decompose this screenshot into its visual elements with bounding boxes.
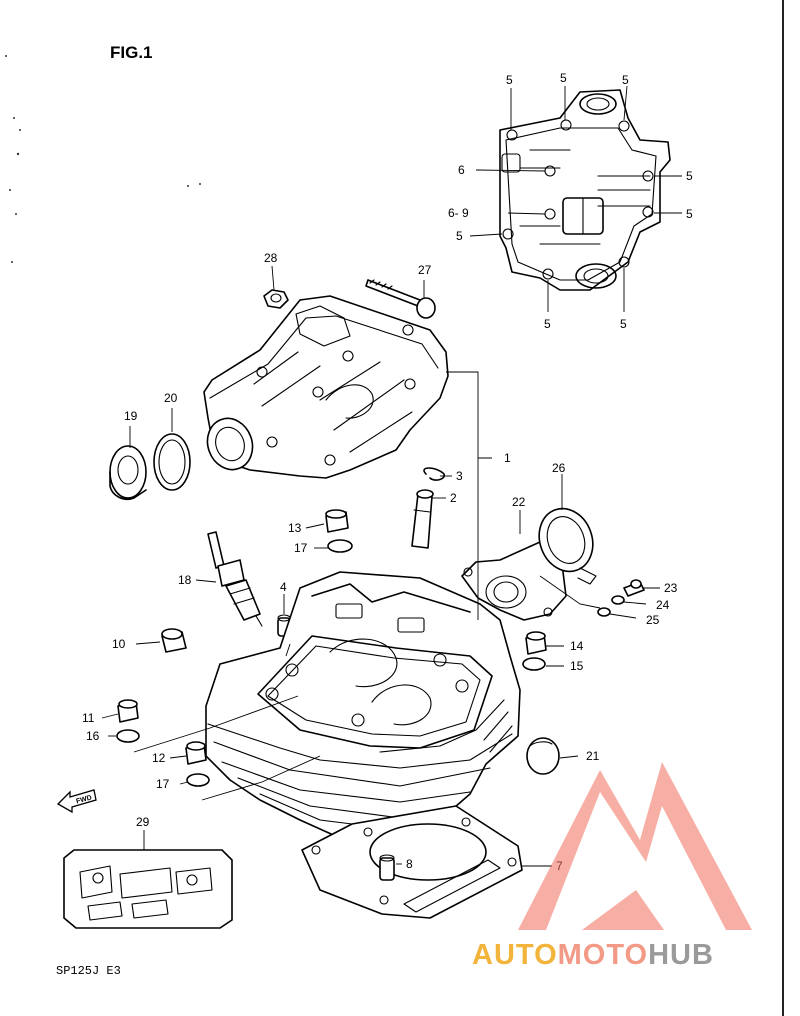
callout-18: 18	[178, 573, 192, 587]
gasket-7	[301, 805, 523, 919]
callout-20: 20	[164, 391, 178, 405]
cap-19	[109, 445, 147, 501]
callout-16: 16	[86, 729, 100, 743]
callout-21: 21	[586, 749, 600, 763]
clip-3	[423, 467, 445, 481]
callout-leaders	[101, 265, 660, 867]
plug-21	[526, 737, 560, 775]
watermark-auto: AUTO	[472, 939, 558, 971]
callout-24: 24	[656, 598, 670, 612]
callout-6: 6	[458, 163, 465, 177]
intake-pipe-22	[461, 541, 567, 621]
callout-5: 5	[456, 229, 463, 243]
washer-15	[522, 657, 546, 671]
callout-14: 14	[570, 639, 584, 653]
callout-25: 25	[646, 613, 660, 627]
watermark-text: AUTOMOTOHUB	[472, 939, 714, 971]
nut-28	[263, 289, 289, 309]
washer-16	[116, 729, 140, 743]
gasket-set-29	[63, 849, 233, 929]
callout-5: 5	[560, 71, 567, 85]
washer-17-top	[327, 539, 353, 553]
callout-12: 12	[152, 751, 166, 765]
callout-15: 15	[570, 659, 584, 673]
callout-5: 5	[620, 317, 627, 331]
head-cover-underside	[499, 89, 671, 291]
callout-numbers: 5 5 5 6 5 6- 9 5 5 5 5 28 27 19 20 1 3 2…	[82, 71, 693, 873]
nut-14	[525, 631, 547, 655]
callout-23: 23	[664, 581, 678, 595]
spark-plug-18	[207, 531, 263, 627]
model-code: SP125J E3	[56, 964, 121, 978]
watermark-moto: MOTO	[558, 939, 648, 971]
nut-13	[325, 509, 349, 533]
washer-17-bottom	[186, 773, 210, 787]
nut-11	[117, 699, 139, 723]
callout-19: 19	[124, 409, 138, 423]
callout-8: 8	[406, 857, 413, 871]
washer-24	[611, 595, 625, 605]
valve-guide-2	[411, 489, 434, 549]
scan-specks	[5, 55, 201, 263]
figure-title: FIG.1	[110, 43, 153, 62]
callout-5: 5	[622, 73, 629, 87]
callout-22: 22	[512, 495, 526, 509]
cap-10	[161, 628, 187, 653]
callout-29: 29	[136, 815, 150, 829]
bolt-23	[623, 579, 645, 597]
dowel-8	[379, 854, 395, 881]
callout-2: 2	[450, 491, 457, 505]
callout-5: 5	[506, 73, 513, 87]
callout-26: 26	[552, 461, 566, 475]
callout-10: 10	[112, 637, 126, 651]
callout-17: 17	[294, 541, 308, 555]
callout-6-9: 6- 9	[448, 206, 469, 220]
callout-4: 4	[280, 580, 287, 594]
bolt-27	[365, 279, 436, 319]
washer-25	[597, 607, 611, 617]
watermark-logo	[518, 762, 752, 930]
callout-27: 27	[418, 263, 432, 277]
callout-28: 28	[264, 251, 278, 265]
clamp-26	[538, 507, 597, 585]
callout-13: 13	[288, 521, 302, 535]
callout-1: 1	[504, 451, 511, 465]
callout-leaders-top	[469, 85, 682, 312]
head-cover	[203, 295, 449, 479]
nut-12	[185, 741, 207, 765]
watermark-hub: HUB	[648, 939, 714, 971]
callout-17: 17	[156, 777, 170, 791]
callout-5: 5	[686, 207, 693, 221]
fwd-label: FWD	[75, 795, 92, 806]
callout-5: 5	[544, 317, 551, 331]
fwd-arrow: FWD	[56, 789, 97, 814]
callout-5: 5	[686, 169, 693, 183]
callout-11: 11	[82, 711, 95, 725]
callout-3: 3	[456, 469, 463, 483]
o-ring-20	[153, 433, 191, 491]
